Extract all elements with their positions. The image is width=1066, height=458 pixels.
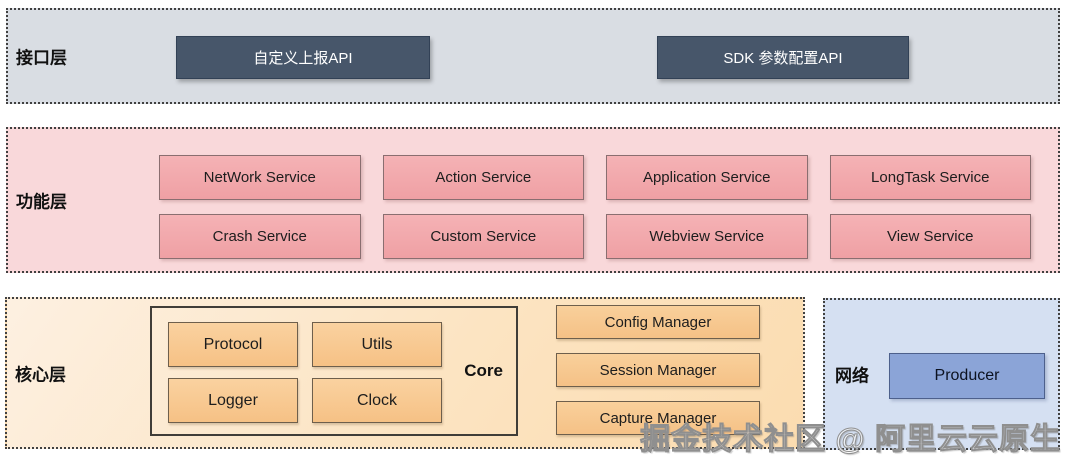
custom-service-box: Custom Service [382,214,584,259]
application-service-box: Application Service [606,155,808,200]
layer-core: 核心层 Protocol Utils Logger Clock Core Con… [5,297,805,449]
action-service-box: Action Service [382,155,584,200]
layer-network: 网络 Producer [823,298,1060,450]
webview-service-box: Webview Service [606,214,808,259]
network-service-box: NetWork Service [159,155,361,200]
layer-function-label: 功能层 [16,192,67,212]
service-grid: NetWork Service Action Service Applicati… [159,155,1031,259]
capture-manager-box: Capture Manager [556,401,760,435]
longtask-service-box: LongTask Service [829,155,1031,200]
crash-service-box: Crash Service [159,214,361,259]
layer-interface-label: 接口层 [16,48,67,68]
layer-function: 功能层 NetWork Service Action Service Appli… [6,127,1060,273]
layer-core-label: 核心层 [15,365,66,385]
core-container-label: Core [464,361,503,380]
view-service-box: View Service [829,214,1031,259]
clock-module-box: Clock [312,378,442,423]
core-container: Protocol Utils Logger Clock Core [150,306,518,436]
custom-report-api-box: 自定义上报API [176,36,430,79]
protocol-module-box: Protocol [168,322,298,367]
layer-interface: 接口层 自定义上报API SDK 参数配置API [6,8,1060,104]
logger-module-box: Logger [168,378,298,423]
config-manager-box: Config Manager [556,305,760,339]
core-module-grid: Protocol Utils Logger Clock [168,322,442,423]
layer-network-label: 网络 [835,366,869,386]
session-manager-box: Session Manager [556,353,760,387]
manager-column: Config Manager Session Manager Capture M… [556,305,760,435]
producer-box: Producer [889,353,1045,399]
sdk-param-config-api-box: SDK 参数配置API [657,36,909,79]
utils-module-box: Utils [312,322,442,367]
